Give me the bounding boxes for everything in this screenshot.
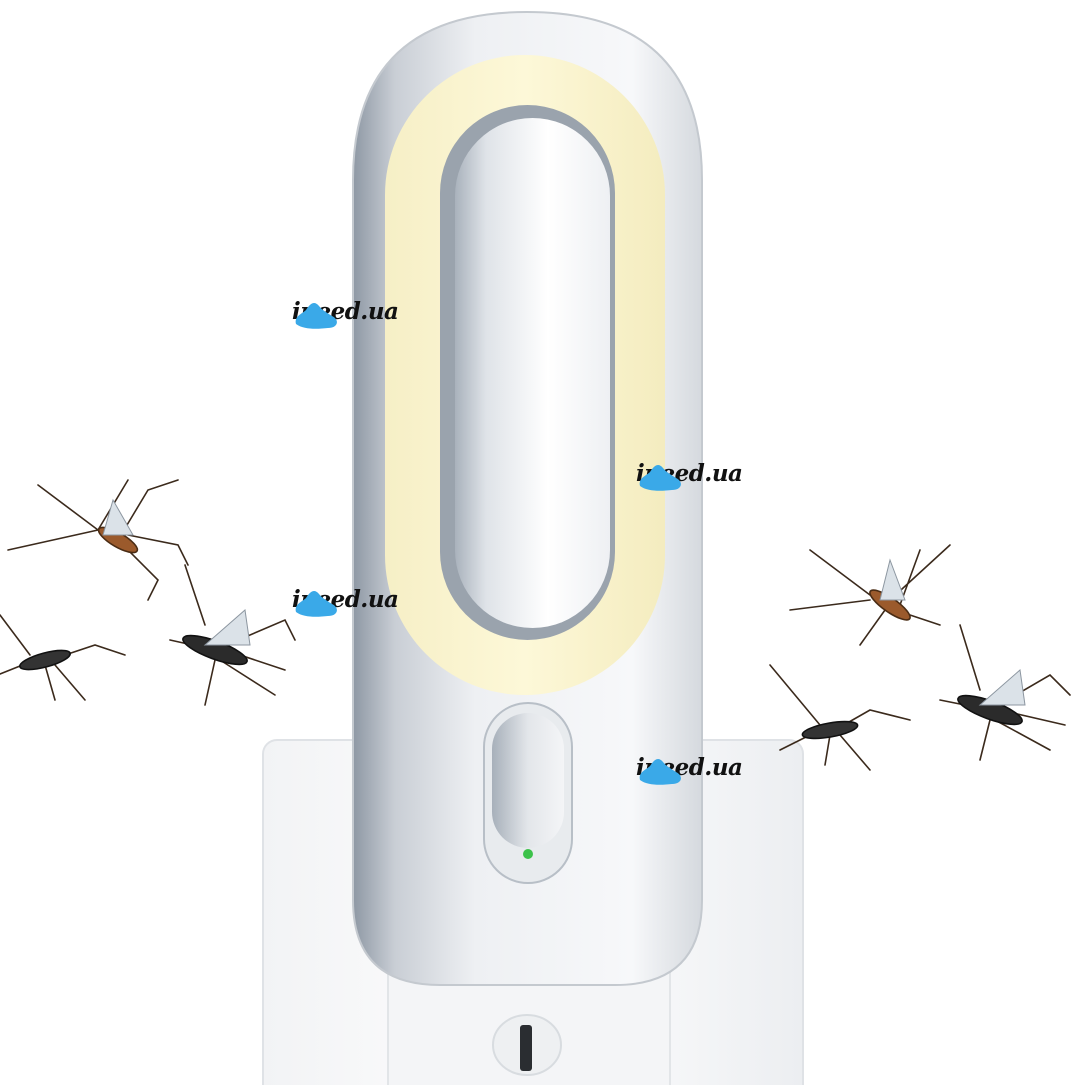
mosquito-repellent-device	[352, 10, 703, 986]
mosquito-icon	[0, 614, 126, 701]
outlet-slot-icon	[520, 1025, 532, 1071]
watermark: ineed.ua	[292, 586, 399, 617]
indicator-led	[523, 849, 533, 859]
power-button[interactable]	[483, 702, 573, 884]
mosquito-icon	[769, 664, 911, 771]
mosquito-icon	[939, 624, 1071, 761]
mosquito-icon	[789, 544, 951, 646]
watermark: ineed.ua	[636, 754, 743, 785]
water-drop-logo-icon	[295, 591, 337, 617]
mosquito-icon	[7, 479, 189, 601]
watermark: ineed.ua	[636, 460, 743, 491]
water-drop-logo-icon	[639, 759, 681, 785]
water-drop-logo-icon	[295, 303, 337, 329]
water-drop-logo-icon	[639, 465, 681, 491]
watermark: ineed.ua	[292, 298, 399, 329]
mosquito-icon	[169, 564, 296, 706]
